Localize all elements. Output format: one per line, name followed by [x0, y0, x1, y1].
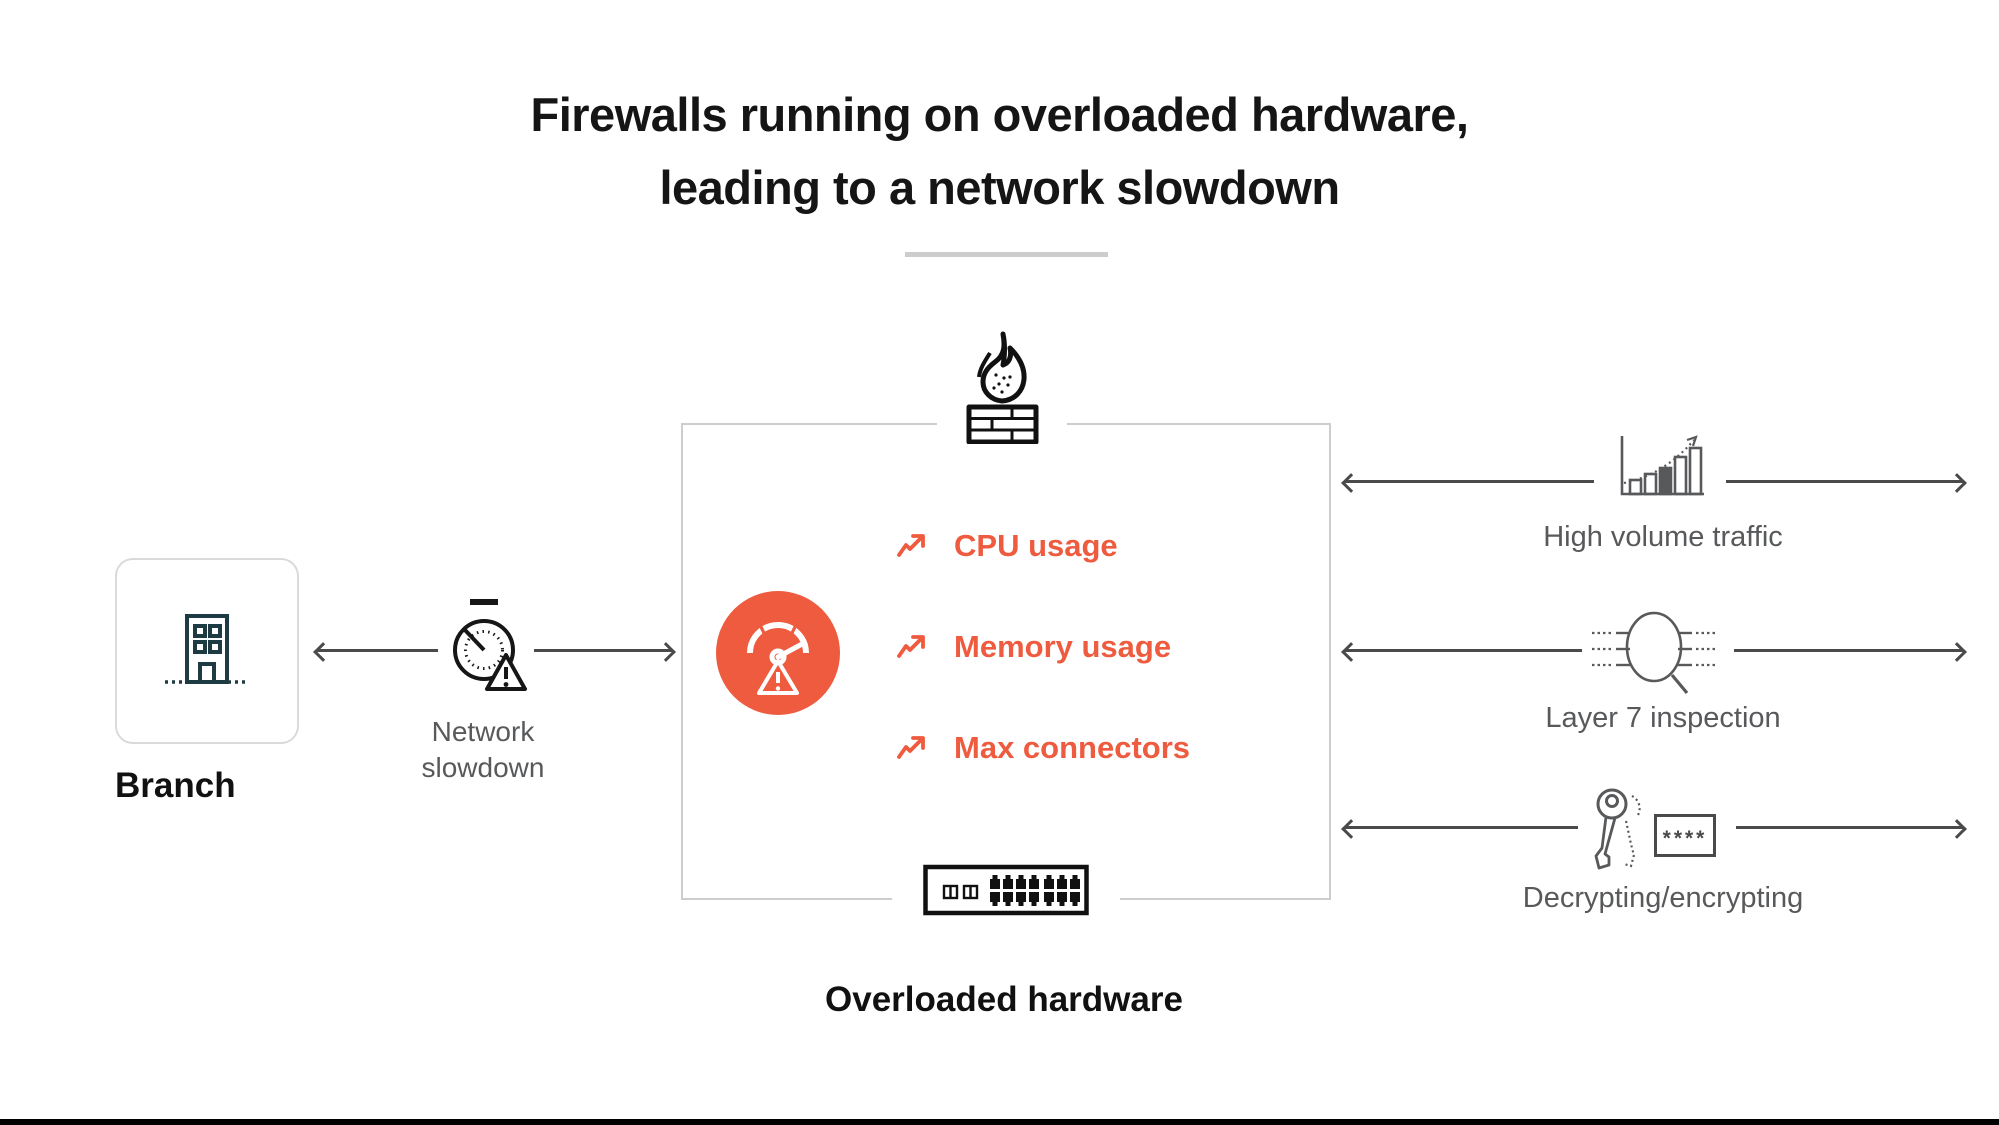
network-slowdown-icon-wrap — [438, 593, 534, 703]
layer7-inspection-icon-wrap — [1582, 602, 1734, 700]
branch-label: Branch — [115, 766, 236, 805]
traffic-growth-icon — [1620, 435, 1704, 496]
high-volume-traffic-label: High volume traffic — [1543, 521, 1783, 553]
title-line-2: leading to a network slowdown — [659, 161, 1340, 214]
decrypting-encrypting-label: Decrypting/encrypting — [1522, 882, 1804, 914]
metric-label: Max connectors — [954, 730, 1191, 765]
overloaded-hardware-label: Overloaded hardware — [825, 980, 1183, 1019]
metric-row-memory: Memory usage — [896, 629, 1171, 665]
layer7-inspection-label: Layer 7 inspection — [1545, 702, 1781, 734]
trend-up-icon — [897, 635, 925, 658]
password-mask-box: **** — [1654, 814, 1716, 857]
title-line-1: Firewalls running on overloaded hardware… — [530, 88, 1469, 141]
bottom-bar — [0, 1119, 1999, 1125]
metric-row-connectors: Max connectors — [896, 730, 1190, 766]
switch-icon-wrap — [892, 852, 1120, 928]
branch-card — [115, 558, 299, 744]
title-divider — [905, 252, 1108, 257]
building-icon — [165, 614, 249, 684]
metric-row-cpu: CPU usage — [896, 528, 1118, 564]
metric-label: Memory usage — [954, 629, 1172, 664]
traffic-growth-icon-wrap — [1594, 430, 1726, 504]
firewall-icon — [966, 331, 1039, 444]
encryption-key-icon-wrap: **** — [1578, 780, 1736, 880]
network-slowdown-label: Network slowdown — [421, 716, 545, 783]
metric-label: CPU usage — [954, 528, 1118, 563]
layer7-inspection-icon — [1592, 611, 1716, 695]
network-switch-icon — [923, 864, 1089, 916]
overload-gauge-badge — [716, 591, 840, 715]
trend-up-icon — [897, 534, 925, 557]
stopwatch-warning-icon — [453, 599, 527, 691]
page-title: Firewalls running on overloaded hardware… — [0, 78, 1999, 224]
trend-up-icon — [897, 736, 925, 759]
encryption-key-icon — [1594, 788, 1641, 870]
firewall-icon-wrap — [937, 326, 1067, 446]
gauge-warning-icon — [747, 620, 809, 695]
